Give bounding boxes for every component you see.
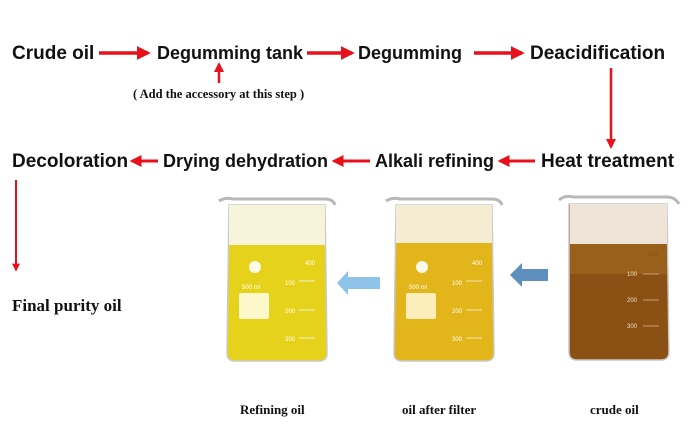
tick-200: 200 xyxy=(627,298,638,304)
step-final-purity-oil: Final purity oil xyxy=(12,296,122,315)
step-degumming: Degumming xyxy=(358,43,463,63)
tick-300: 300 xyxy=(452,337,463,343)
tick-400: 400 xyxy=(472,261,483,267)
tick-400: 400 xyxy=(305,261,316,267)
caption-oil-after-filter: oil after filter xyxy=(402,402,477,417)
beaker-refining-oil: 500 ml 100 200 300 400 xyxy=(218,196,337,362)
tick-100: 100 xyxy=(285,281,296,287)
beaker-volume-label: 500 ml xyxy=(242,285,260,291)
step-decoloration: Decoloration xyxy=(12,151,129,172)
arrow-blue-light xyxy=(337,271,380,295)
step-degumming-tank: Degumming tank xyxy=(157,43,304,63)
step-heat-treatment: Heat treatment xyxy=(541,151,675,172)
caption-refining-oil: Refining oil xyxy=(240,402,305,417)
tick-400: 400 xyxy=(647,252,658,258)
beaker-crude-oil: 100 200 300 400 xyxy=(558,194,681,361)
beaker-volume-label: 500 ml xyxy=(409,285,427,291)
step-alkali-refining: Alkali refining xyxy=(375,151,495,171)
step-drying-dehydration: Drying dehydration xyxy=(163,151,329,171)
caption-crude-oil: crude oil xyxy=(590,402,639,417)
step-crude-oil: Crude oil xyxy=(12,43,95,64)
accessory-note: ( Add the accessory at this step ) xyxy=(133,87,305,101)
step-deacidification: Deacidification xyxy=(530,43,666,64)
tick-300: 300 xyxy=(285,337,296,343)
tick-300: 300 xyxy=(627,324,638,330)
tick-100: 100 xyxy=(627,272,638,278)
tick-100: 100 xyxy=(452,281,463,287)
tick-200: 200 xyxy=(285,309,296,315)
beaker-oil-after-filter: 500 ml 100 200 300 400 xyxy=(385,196,504,362)
tick-200: 200 xyxy=(452,309,463,315)
arrow-blue-dark xyxy=(510,263,548,287)
